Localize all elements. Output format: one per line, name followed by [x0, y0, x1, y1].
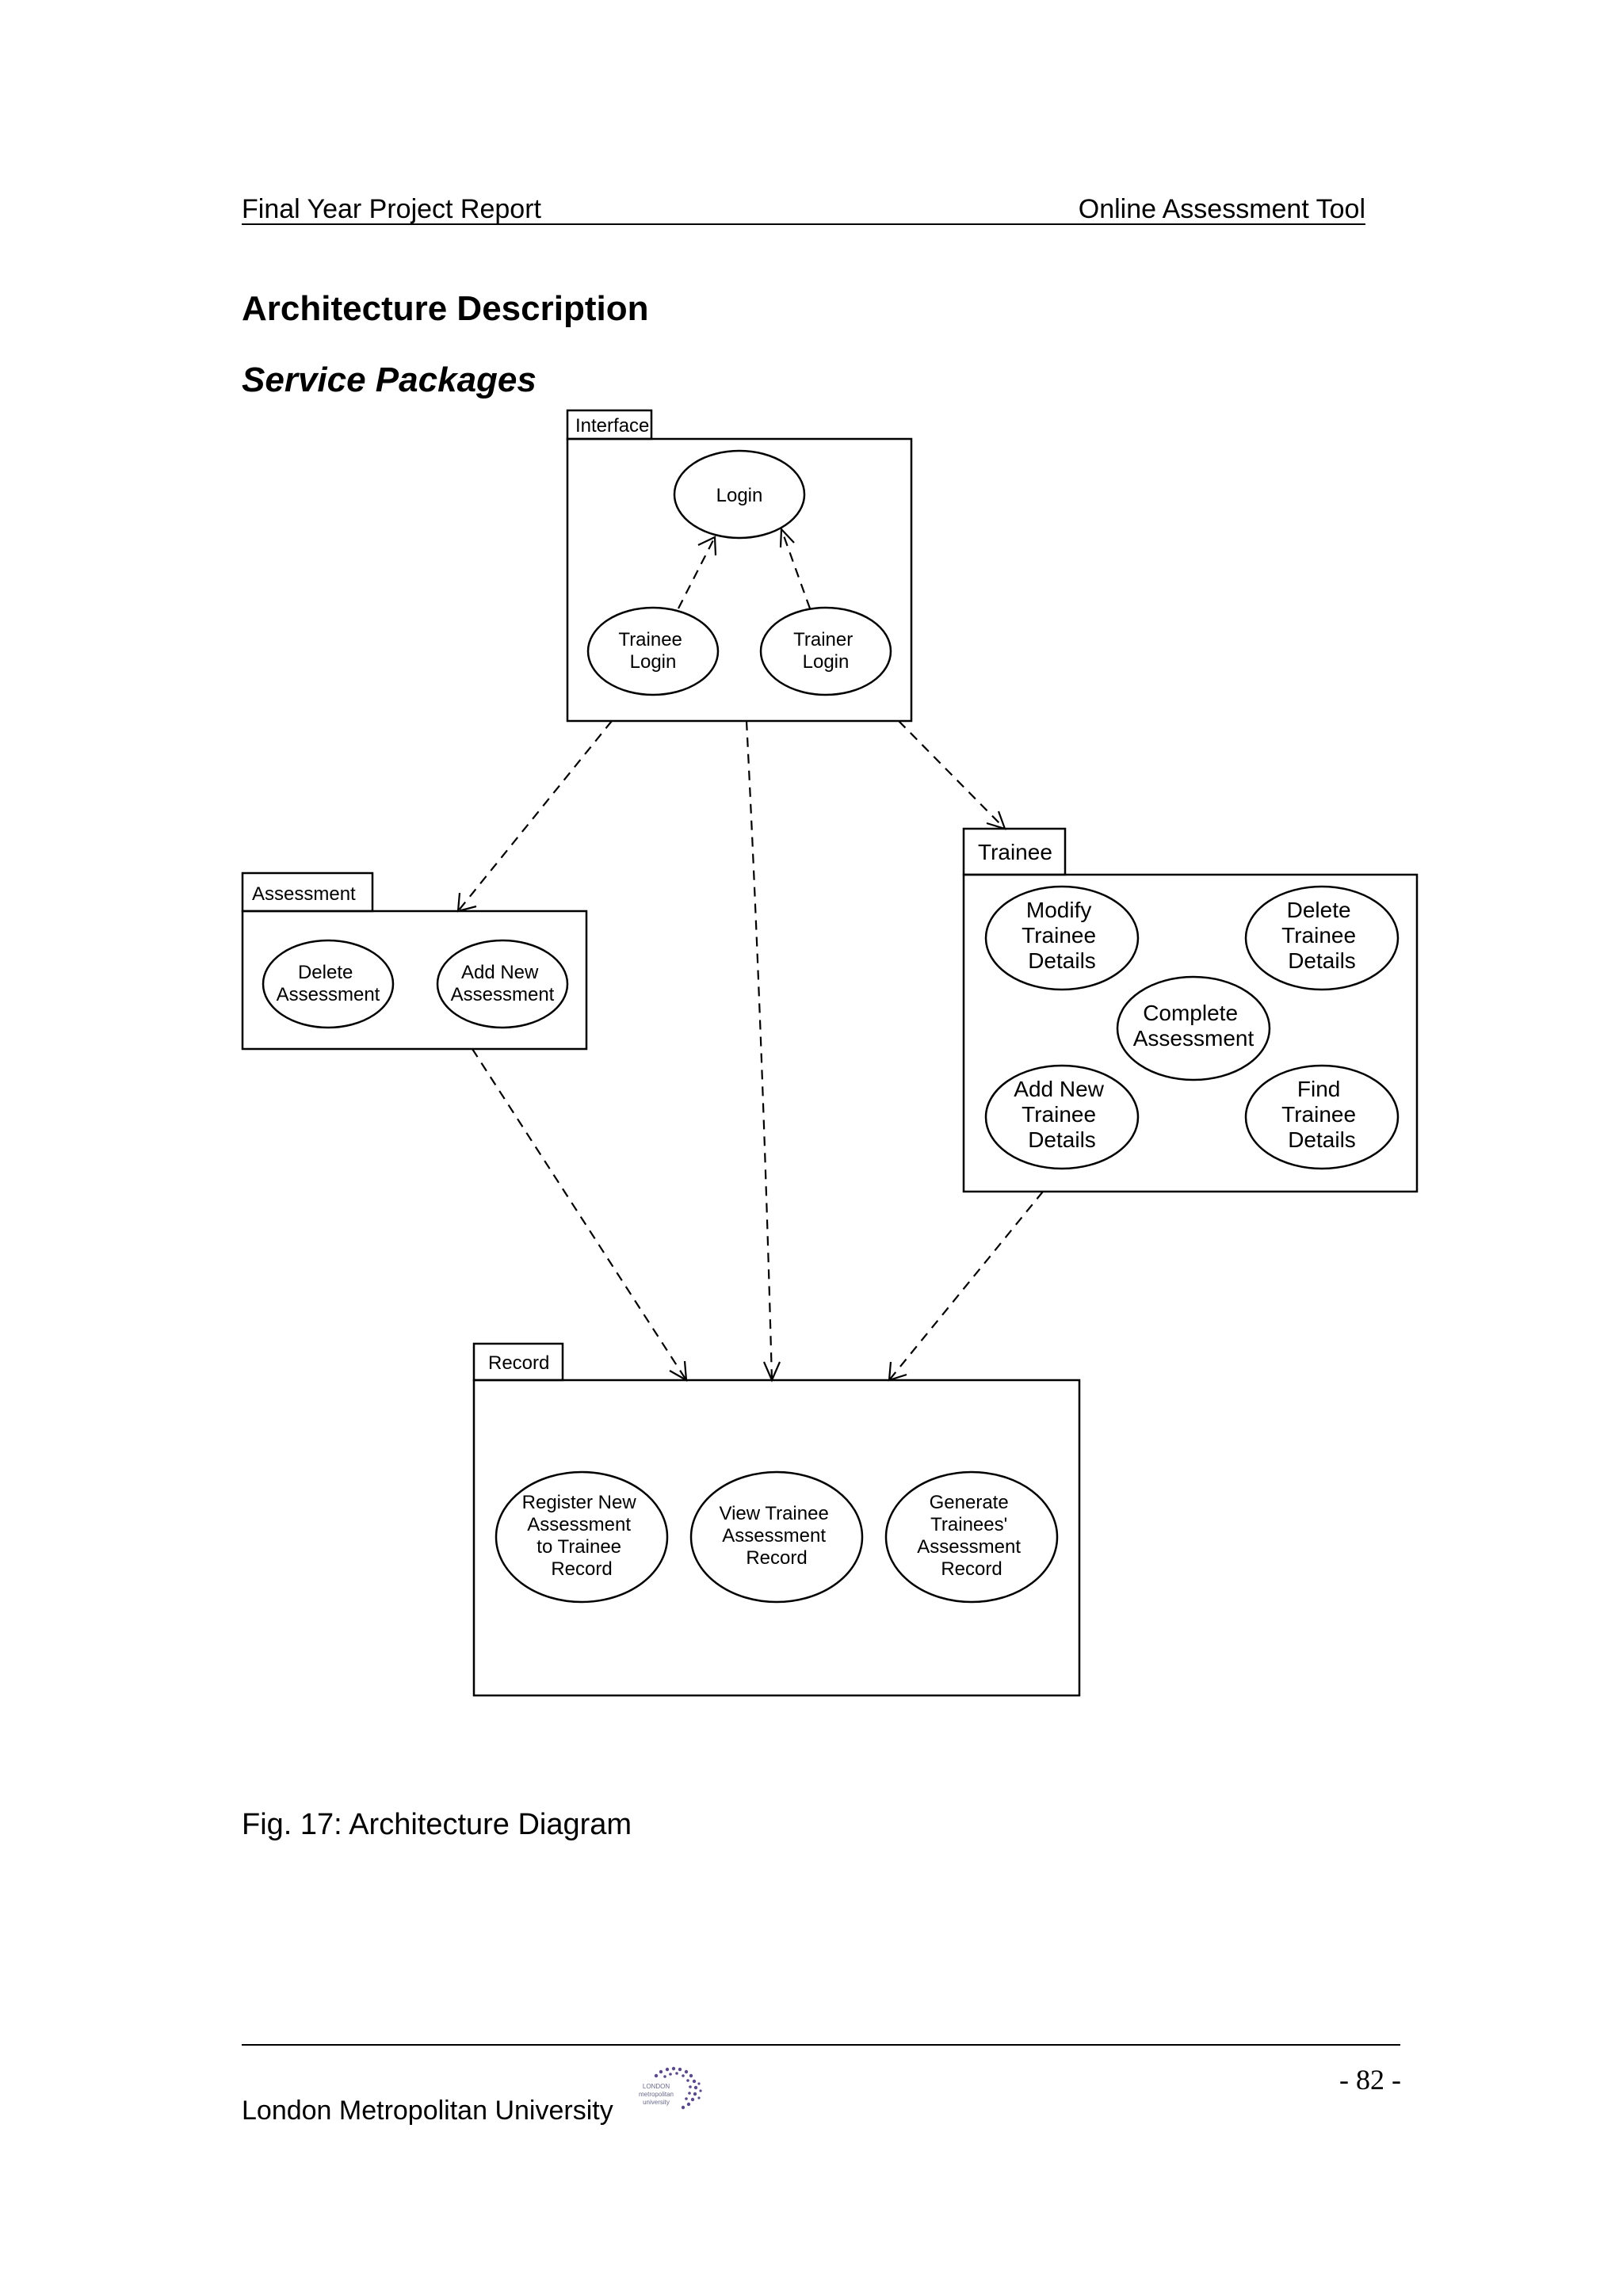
- usecase-modify-trainee-details-shape: [984, 885, 1140, 991]
- usecase-delete-assessment-label: Delete Assessment: [277, 962, 380, 1005]
- arrowhead-trainee-to-record: [888, 1361, 907, 1382]
- footer-university-name: London Metropolitan University: [242, 2096, 613, 2126]
- dependency-assessment-to-record: [472, 1048, 687, 1381]
- university-logo-icon: LONDON metropolitan university: [639, 2066, 702, 2110]
- usecase-register-new-assessment-shape: [495, 1470, 669, 1604]
- usecase-trainee-login-shape: [586, 606, 720, 696]
- dependency-trainee-to-record: [888, 1191, 1044, 1381]
- package-assessment-tab-label: Assessment: [252, 883, 356, 905]
- header-title-right: Online Assessment Tool: [1078, 194, 1365, 224]
- arrowhead-trainee-login-to-login: [697, 536, 717, 556]
- usecase-modify-trainee-details-label: Modify Trainee Details: [1022, 898, 1102, 973]
- usecase-find-trainee-details-shape: [1244, 1064, 1400, 1170]
- logo-text-line-3: university: [643, 2099, 670, 2106]
- usecase-add-new-assessment-label: Add New Assessment: [451, 962, 555, 1005]
- usecase-generate-trainees-assessment-record-label: Generate Trainees' Assessment Record: [917, 1492, 1025, 1580]
- logo-text-line-2: metropolitan: [639, 2091, 674, 2098]
- package-trainee-box: [962, 873, 1419, 1193]
- package-assessment-box: [241, 910, 588, 1051]
- usecase-login-shape: [673, 449, 806, 540]
- arrowhead-interface-to-assessment: [456, 892, 477, 913]
- usecase-delete-trainee-details-label: Delete Trainee Details: [1281, 898, 1362, 973]
- logo-text-line-1: LONDON: [643, 2083, 670, 2090]
- usecase-add-new-assessment-shape: [436, 939, 569, 1029]
- arrowhead-assessment-to-record: [669, 1360, 688, 1382]
- usecase-add-new-trainee-details-shape: [984, 1064, 1140, 1170]
- package-interface-box: [566, 437, 913, 723]
- dependency-interface-to-record: [745, 720, 773, 1381]
- dependency-trainee-login-to-login: [678, 536, 716, 609]
- dependency-interface-to-assessment: [457, 720, 613, 912]
- subsection-title: Service Packages: [242, 360, 537, 399]
- footer-rule: [242, 2044, 1400, 2046]
- usecase-trainer-login-shape: [759, 606, 892, 696]
- usecase-view-trainee-assessment-record-label: View Trainee Assessment Record: [720, 1503, 834, 1569]
- package-record-tab-label: Record: [488, 1352, 549, 1374]
- package-record-box: [472, 1379, 1081, 1697]
- arrowhead-interface-to-trainee: [986, 810, 1006, 830]
- usecase-delete-assessment-shape: [262, 939, 395, 1029]
- dependency-interface-to-trainee: [898, 720, 1006, 830]
- usecase-complete-assessment-shape: [1116, 975, 1271, 1081]
- arrowhead-trainer-login-to-login: [779, 527, 795, 548]
- dependency-trainer-login-to-login: [780, 528, 812, 609]
- usecase-register-new-assessment-label: Register New Assessment to Trainee Recor…: [522, 1492, 642, 1580]
- page-number: - 82 -: [1339, 2064, 1401, 2096]
- usecase-delete-trainee-details-shape: [1244, 885, 1400, 991]
- figure-caption: Fig. 17: Architecture Diagram: [242, 1808, 632, 1841]
- usecase-trainer-login-label: Trainer Login: [793, 629, 858, 673]
- usecase-trainee-login-label: Trainee Login: [618, 629, 687, 673]
- usecase-view-trainee-assessment-record-shape: [689, 1470, 864, 1604]
- section-title: Architecture Description: [242, 289, 649, 328]
- arrowhead-interface-to-record: [762, 1361, 781, 1383]
- header-rule: [242, 223, 1365, 225]
- package-interface-tab-label: Interface: [575, 415, 649, 437]
- header-title-left: Final Year Project Report: [242, 194, 541, 224]
- package-trainee-tab-label: Trainee: [978, 840, 1052, 864]
- usecase-generate-trainees-assessment-record-shape: [884, 1470, 1059, 1604]
- usecase-complete-assessment-label: Complete Assessment: [1133, 1001, 1254, 1051]
- usecase-login-label: Login: [716, 485, 763, 506]
- usecase-find-trainee-details-label: Find Trainee Details: [1281, 1077, 1362, 1152]
- usecase-add-new-trainee-details-label: Add New Trainee Details: [1014, 1077, 1109, 1152]
